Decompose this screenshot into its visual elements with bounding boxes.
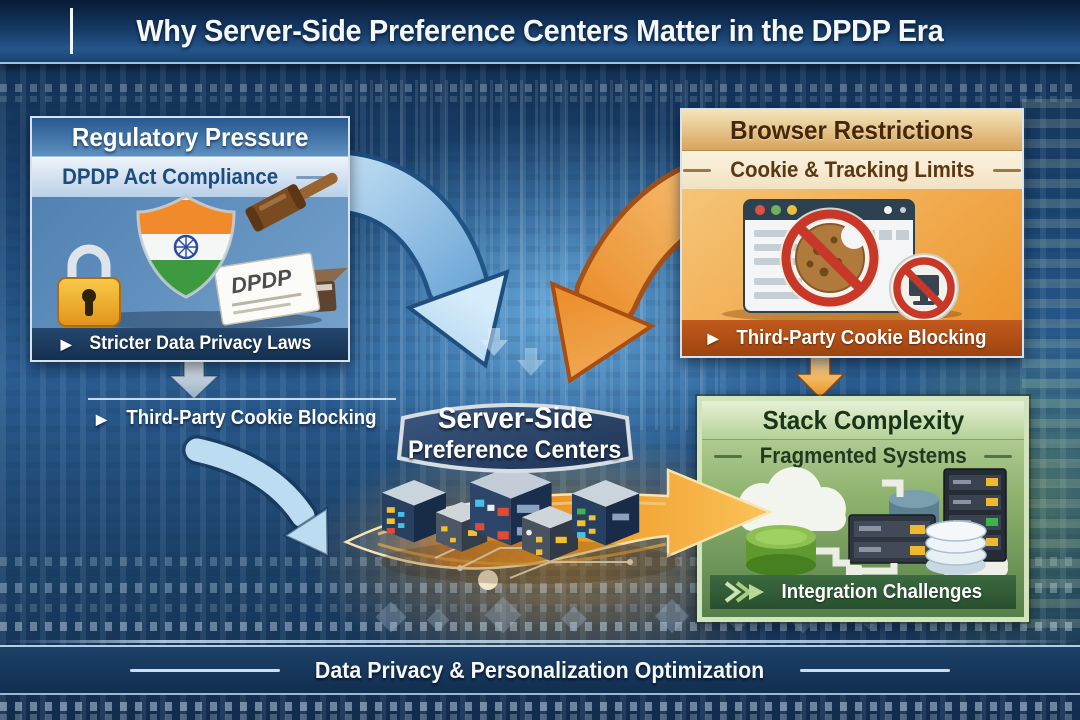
browser-header: Browser Restrictions	[682, 110, 1022, 151]
server-stack-icon	[572, 480, 640, 546]
subtitle-dash	[713, 454, 742, 458]
stack-header: Stack Complexity	[702, 401, 1024, 440]
footer-top-line	[0, 640, 1080, 643]
disk-stack-icon	[925, 520, 987, 575]
india-shield-icon	[136, 194, 236, 299]
server-rack-icon	[943, 468, 1007, 562]
database-icon	[889, 490, 939, 542]
data-columns-pattern	[340, 80, 720, 430]
stack-header-text: Stack Complexity	[762, 404, 964, 435]
subtitle-dash	[296, 175, 327, 179]
subtitle-dash	[984, 454, 1013, 458]
footer-text: Data Privacy & Personalization Optimizat…	[315, 656, 765, 683]
server-stack-icon	[522, 506, 578, 561]
small-down-arrow-icon	[480, 328, 508, 356]
server-stack-icon	[382, 480, 446, 543]
tick-row	[0, 84, 1080, 92]
browser-banner-text: Third-Party Cookie Blocking	[736, 326, 987, 349]
law-book-icon	[230, 267, 348, 318]
left-flow-label: ▶ Third-Party Cookie Blocking	[96, 407, 386, 430]
small-down-arrow-icon	[517, 348, 545, 376]
green-pixel-strip	[1022, 88, 1080, 628]
title-bar: Why Server-Side Preference Centers Matte…	[0, 0, 1080, 64]
center-banner-line2-text: Preference Centers	[408, 436, 622, 464]
double-chevron-arrow-icon	[724, 581, 764, 603]
triangle-bullet-icon: ▶	[96, 410, 107, 427]
cloud-icon	[738, 467, 846, 531]
browser-restrictions-box: Browser Restrictions Cookie & Tracking L…	[680, 108, 1024, 358]
stack-subtitle-text: Fragmented Systems	[759, 443, 967, 468]
tick-row	[0, 96, 1080, 102]
left-flow-label-text: Third-Party Cookie Blocking	[126, 407, 377, 429]
subtitle-dash	[993, 168, 1022, 172]
regulatory-subtitle-text: DPDP Act Compliance	[61, 164, 279, 189]
subtitle-dash	[682, 168, 711, 172]
stack-banner-text: Integration Challenges	[781, 580, 983, 603]
footer-dash	[130, 668, 281, 672]
circuit-traces	[434, 541, 630, 579]
stack-complexity-box: Stack Complexity Fragmented Systems	[697, 396, 1029, 622]
center-banner-line1-text: Server-Side	[437, 402, 593, 435]
stack-subtitle: Fragmented Systems	[702, 440, 1024, 472]
browser-illustration	[722, 199, 962, 323]
center-banner-line1: Server-Side	[395, 402, 635, 436]
lock-icon	[57, 244, 121, 327]
triangle-bullet-icon: ▶	[707, 330, 719, 346]
center-banner-line2: Preference Centers	[395, 436, 635, 465]
blocked-monitor-icon	[889, 253, 959, 323]
dpdp-document-label: DPDP	[229, 264, 294, 298]
blocked-cookie-icon	[779, 207, 881, 309]
regulatory-banner: ▶ Stricter Data Privacy Laws	[32, 328, 348, 360]
regulatory-illustration: DPDP	[57, 172, 348, 329]
regulatory-subtitle: DPDP Act Compliance	[32, 157, 348, 197]
browser-subtitle-text: Cookie & Tracking Limits	[729, 157, 975, 182]
page-title: Why Server-Side Preference Centers Matte…	[136, 13, 944, 48]
tick-row	[0, 622, 1080, 631]
connector-lines	[816, 479, 904, 575]
regulatory-header-text: Regulatory Pressure	[71, 121, 309, 152]
footer-banner: Data Privacy & Personalization Optimizat…	[0, 645, 1080, 695]
browser-header-text: Browser Restrictions	[730, 114, 974, 145]
tick-row	[0, 702, 1080, 711]
regulatory-header: Regulatory Pressure	[32, 118, 348, 157]
cloud-icon	[939, 537, 1008, 578]
server-rack-icon	[848, 514, 936, 564]
regulatory-pressure-box: Regulatory Pressure DPDP Act Compliance	[30, 116, 350, 362]
browser-window-icon	[743, 199, 915, 313]
server-stack-icon	[436, 502, 488, 552]
triangle-bullet-icon: ▶	[60, 336, 72, 352]
tick-row	[0, 604, 680, 612]
center-banner: Server-Side Preference Centers	[395, 388, 635, 488]
stack-banner: Integration Challenges	[710, 575, 1016, 609]
fragmented-systems-illustration	[738, 467, 1008, 578]
curved-blue-arrow	[182, 435, 330, 558]
tick-row	[0, 714, 1080, 720]
regulatory-banner-text: Stricter Data Privacy Laws	[88, 333, 311, 354]
green-database-icon	[746, 525, 816, 576]
dpdp-document-icon: DPDP	[213, 252, 321, 326]
divider-line	[88, 398, 396, 400]
icon-shadow	[62, 311, 322, 329]
title-accent-line	[70, 8, 73, 54]
browser-subtitle: Cookie & Tracking Limits	[682, 151, 1022, 189]
browser-banner: ▶ Third-Party Cookie Blocking	[682, 320, 1022, 356]
footer-dash	[799, 668, 950, 672]
